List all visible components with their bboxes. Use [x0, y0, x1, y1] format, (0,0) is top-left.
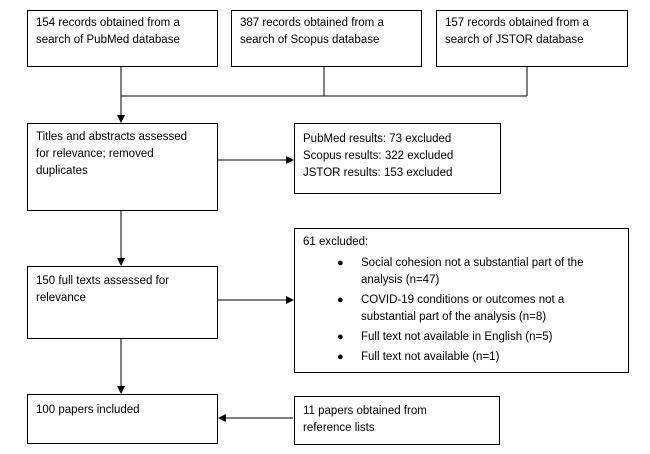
- box-text: 100 papers included: [36, 404, 140, 416]
- references-box: 11 papers obtained from reference lists: [294, 396, 500, 445]
- bullet-icon: ●: [337, 257, 344, 269]
- box-text: 150 full texts assessed for: [36, 275, 169, 287]
- box-text: relevance: [36, 292, 86, 304]
- box-text: 157 records obtained from a: [445, 17, 589, 29]
- reason-text: Social cohesion not a substantial part o…: [361, 257, 584, 269]
- included-box: 100 papers included: [27, 394, 218, 444]
- reason-text: COVID-19 conditions or outcomes not a: [361, 294, 565, 306]
- exclusion-reasons-list: ● Social cohesion not a substantial part…: [303, 255, 620, 366]
- bullet-icon: ●: [337, 351, 344, 363]
- excluded-title: 61 excluded:: [303, 236, 369, 248]
- list-item: ● Full text not available in English (n=…: [303, 329, 620, 346]
- source-box-pubmed: 154 records obtained from a search of Pu…: [27, 10, 218, 67]
- box-text: search of JSTOR database: [445, 34, 584, 46]
- box-text: for relevance; removed: [36, 148, 154, 160]
- screening-excluded-box: PubMed results: 73 excluded Scopus resul…: [294, 123, 501, 194]
- screening-box: Titles and abstracts assessed for releva…: [27, 123, 218, 211]
- box-text: Scopus results: 322 excluded: [303, 150, 454, 162]
- bullet-icon: ●: [337, 331, 344, 343]
- source-box-scopus: 387 records obtained from a search of Sc…: [231, 10, 422, 67]
- reason-text: substantial part of the analysis (n=8): [361, 311, 547, 323]
- box-text: JSTOR results: 153 excluded: [303, 167, 453, 179]
- list-item: ● Full text not available (n=1): [303, 349, 620, 366]
- box-text: 387 records obtained from a: [240, 17, 384, 29]
- fulltext-box: 150 full texts assessed for relevance: [27, 266, 218, 339]
- box-text: 154 records obtained from a: [36, 17, 180, 29]
- source-box-jstor: 157 records obtained from a search of JS…: [436, 10, 628, 67]
- box-text: Titles and abstracts assessed: [36, 131, 188, 143]
- box-text: duplicates: [36, 165, 88, 177]
- fulltext-excluded-box: 61 excluded: ● Social cohesion not a sub…: [294, 228, 629, 373]
- box-text: reference lists: [303, 422, 375, 434]
- box-text: search of PubMed database: [36, 34, 180, 46]
- box-text: PubMed results: 73 excluded: [303, 133, 452, 145]
- reason-text: analysis (n=47): [361, 274, 440, 286]
- list-item: ● COVID-19 conditions or outcomes not a …: [303, 292, 620, 326]
- reason-text: Full text not available in English (n=5): [361, 331, 553, 343]
- bullet-icon: ●: [337, 294, 344, 306]
- box-text: 11 papers obtained from: [303, 405, 427, 417]
- reason-text: Full text not available (n=1): [361, 351, 500, 363]
- box-text: search of Scopus database: [240, 34, 380, 46]
- list-item: ● Social cohesion not a substantial part…: [303, 255, 620, 289]
